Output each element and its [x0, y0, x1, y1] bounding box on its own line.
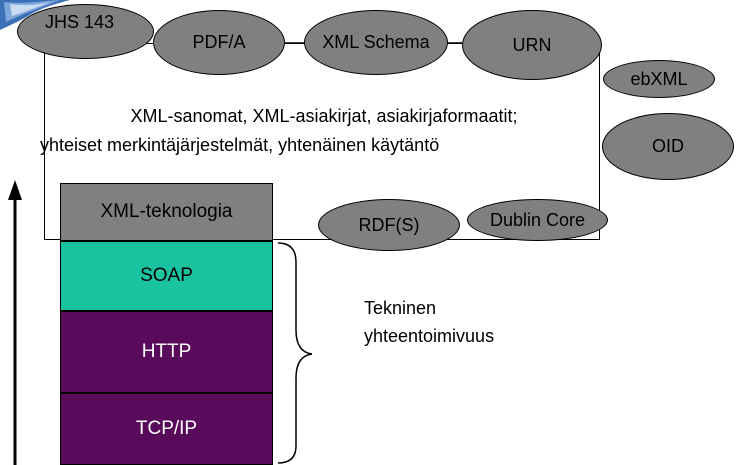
urn-label: URN	[512, 34, 552, 55]
oid-label: OID	[651, 136, 684, 156]
pdfa-label: PDF/A	[192, 32, 246, 52]
ellipse-urn: URN	[462, 10, 602, 80]
layer-http: HTTP	[60, 311, 273, 393]
ellipse-rdfs: RDF(S)	[318, 199, 460, 251]
xml-technology-label: XML-teknologia	[100, 201, 233, 222]
technical-interoperability-label: Tekninen yhteentoimivuus	[364, 294, 494, 350]
jhs143-label: JHS 143	[44, 12, 115, 32]
ellipse-pdfa: PDF/A	[153, 10, 285, 75]
ebxml-label: ebXML	[630, 68, 688, 89]
layer-xml-technology: XML-teknologia	[60, 183, 273, 241]
http-label: HTTP	[141, 341, 192, 362]
side-label-line1: Tekninen	[364, 298, 437, 318]
soap-label: SOAP	[140, 265, 193, 286]
common-notations-text: yhteiset merkintäjärjestelmät, yhtenäine…	[40, 135, 440, 155]
layer-tcpip: TCP/IP	[60, 393, 273, 465]
ellipse-xml-schema: XML Schema	[304, 10, 448, 75]
dublin-core-label: Dublin Core	[489, 209, 586, 230]
xml-schema-label: XML Schema	[322, 32, 430, 52]
ellipse-jhs143: JHS 143	[17, 4, 154, 59]
logo-icon	[0, 0, 70, 30]
xml-documents-text: XML-sanomat, XML-asiakirjat, asiakirjafo…	[130, 106, 518, 126]
layer-soap: SOAP	[60, 241, 273, 311]
rdfs-label: RDF(S)	[358, 214, 420, 235]
ellipse-ebxml: ebXML	[603, 60, 715, 98]
ellipse-dublin-core: Dublin Core	[467, 199, 608, 241]
side-label-line2: yhteentoimivuus	[364, 326, 495, 346]
ellipse-oid: OID	[602, 113, 734, 180]
tcpip-label: TCP/IP	[135, 418, 198, 439]
